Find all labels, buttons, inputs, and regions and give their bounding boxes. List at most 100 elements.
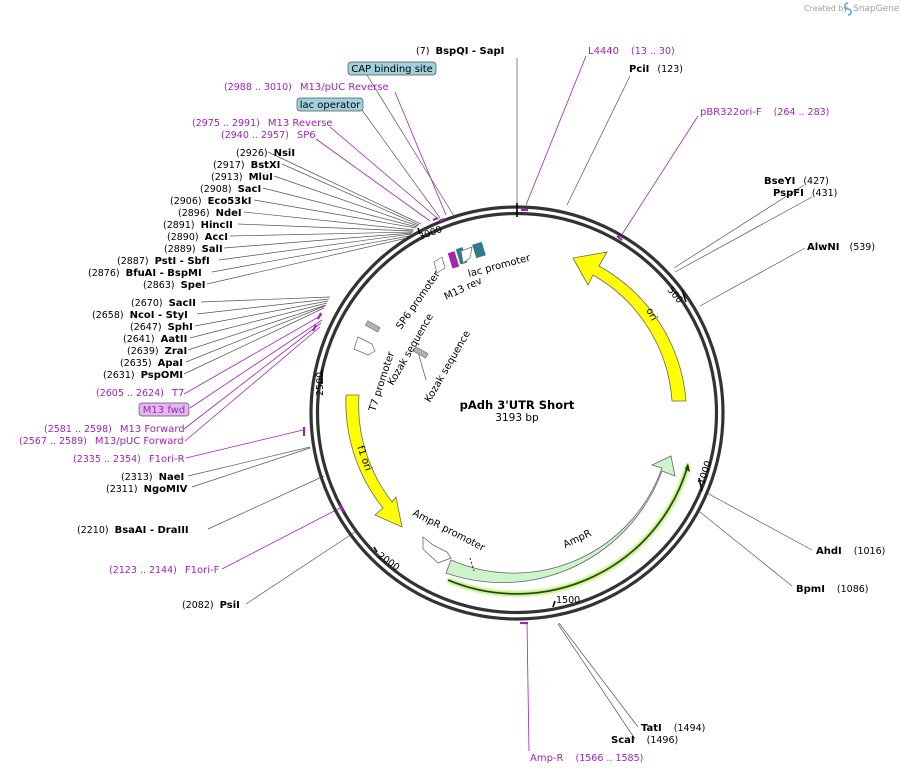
boxed-labels: CAP binding site lac operator M13 fwd	[138, 61, 437, 417]
tick-label-2500: 2500	[315, 372, 326, 396]
site-scai: ScaI(1496)	[611, 735, 678, 746]
tick-1500	[552, 600, 556, 608]
leader-bseyi	[673, 184, 805, 269]
mark-m13f	[312, 324, 317, 332]
mark-m13rev	[438, 217, 445, 223]
primer-m13-reverse: (2975 .. 2991)M13 Reverse	[192, 118, 333, 129]
site-bsaai: (2210)BsaAI - DraIII	[77, 525, 189, 536]
feature-f1-ori: f1 ori	[345, 394, 403, 528]
feature-lac-cluster: lac promoter M13 rev SP6 promoter	[394, 241, 532, 332]
site-sali: (2889)SalI	[164, 244, 223, 255]
tick-label-2000: 2000	[375, 550, 401, 573]
leader-sacii	[200, 296, 331, 303]
leader-mlui	[273, 175, 419, 227]
feature-ampr-promoter: AmpR promoter	[411, 508, 488, 564]
tick-500	[681, 289, 687, 303]
tick-marks	[321, 203, 703, 608]
mark-sp6	[432, 216, 439, 222]
site-acci: (2890)AccI	[167, 232, 228, 243]
feature-kozak-label-1: Kozak sequence	[386, 312, 436, 387]
site-bpmi: BpmI(1086)	[796, 584, 869, 595]
lac-operator-label: lac operator	[300, 100, 361, 111]
feature-m13-rev-label: M13 rev	[443, 276, 484, 303]
leader-lines	[183, 58, 813, 740]
cap-binding-site-label: CAP binding site	[351, 64, 433, 75]
site-ndei: (2896)NdeI	[178, 208, 242, 219]
primer-sp6: (2940 .. 2957)SP6	[221, 130, 316, 141]
primer-pbr322ori-f: pBR322ori-F(264 .. 283)	[700, 107, 829, 118]
site-psii: (2082)PsiI	[182, 600, 240, 611]
site-tati: TatI(1494)	[641, 723, 705, 734]
leader-m13puc-fwd	[184, 326, 321, 442]
site-apai: (2635)ApaI	[120, 358, 183, 369]
feature-ampr-promoter-label: AmpR promoter	[411, 508, 488, 554]
leader-psti	[218, 233, 412, 261]
site-zrai: (2639)ZraI	[127, 346, 187, 357]
feature-sp6-promoter-label: SP6 promoter	[394, 269, 443, 332]
primer-leaders	[183, 55, 699, 752]
leader-cap	[366, 74, 455, 217]
leader-l4440	[525, 55, 587, 206]
kozak-block-2	[413, 346, 429, 359]
site-pcii: PciI(123)	[629, 64, 683, 75]
primer-m13-forward: (2581 .. 2598)M13 Forward	[44, 424, 185, 435]
site-mlui: (2913)MluI	[211, 172, 273, 183]
leader-m13-rev	[329, 126, 438, 219]
leader-ndei	[243, 211, 415, 231]
leader-ngomiv	[191, 447, 311, 488]
leader-m13fwd-box	[189, 319, 323, 409]
leader-pspfi	[674, 196, 813, 273]
leader-scai	[557, 623, 636, 740]
leader-eco53ki	[253, 199, 417, 229]
leader-bsaai	[207, 475, 325, 530]
leader-aatii	[189, 302, 328, 339]
site-sphi: (2647)SphI	[130, 322, 193, 333]
mark-pbr322	[616, 235, 623, 241]
leader-saci	[262, 187, 418, 228]
site-bstxi: (2917)BstXI	[213, 160, 280, 171]
m13-fwd-label: M13 fwd	[143, 405, 185, 416]
kozak-block-1	[365, 320, 381, 333]
leader-pspomi	[183, 307, 325, 375]
primer-f1ori-f: (2123 .. 2144)F1ori-F	[109, 565, 220, 576]
site-ncoi: (2658)NcoI - StyI	[92, 310, 188, 321]
feature-ori-label: ori	[643, 306, 659, 323]
site-pspomi: (2631)PspOMI	[103, 370, 183, 381]
leader-t7	[183, 314, 323, 395]
leader-lacop	[361, 109, 441, 219]
leader-naei	[187, 446, 311, 477]
leader-nsii	[267, 151, 422, 225]
leader-sali	[223, 232, 413, 249]
leader-kozak2	[417, 351, 427, 381]
leader-bstxi	[281, 163, 420, 226]
primer-m13-puc-reverse: (2988 .. 3010)M13/pUC Reverse	[224, 82, 389, 93]
leader-bpmi	[699, 511, 793, 587]
site-bspqi: (7)BspQI - SapI	[416, 46, 504, 57]
plasmid-length: 3193 bp	[495, 412, 539, 424]
tick-3000	[417, 227, 421, 235]
snapgene-logo-icon	[844, 2, 852, 16]
site-aatii: (2641)AatII	[123, 334, 187, 345]
site-hincii: (2891)HincII	[163, 220, 233, 231]
site-ngomiv: (2311)NgoMIV	[106, 484, 188, 495]
m13-rev-block	[447, 251, 460, 269]
plasmid-name: pAdh 3'UTR Short	[460, 398, 575, 412]
credit-prefix: Created by	[804, 4, 848, 13]
mark-t7	[317, 312, 322, 320]
site-pspfi: PspFI(431)	[773, 188, 837, 199]
site-naei: (2313)NaeI	[121, 472, 184, 483]
site-bseyi: BseYI(427)	[764, 176, 829, 187]
leader-apai	[185, 305, 326, 363]
tick-label-1500: 1500	[556, 595, 580, 606]
feature-ori: ori	[572, 251, 687, 402]
primer-m13-puc-forward: (2567 .. 2589)M13/pUC Forward	[19, 436, 184, 447]
leader-bfuai	[211, 235, 410, 273]
feature-kozak-label-2: Kozak sequence	[423, 329, 473, 404]
m13-fwd-box	[138, 402, 190, 417]
site-nsii: (2926)NsiI	[236, 148, 295, 159]
primer-marks	[302, 208, 623, 625]
primer-t7: (2605 .. 2624)T7	[96, 388, 184, 399]
lac-operator-box	[296, 97, 364, 112]
site-ahdi: AhdI(1016)	[816, 546, 885, 557]
leader-ncoi	[196, 298, 330, 315]
